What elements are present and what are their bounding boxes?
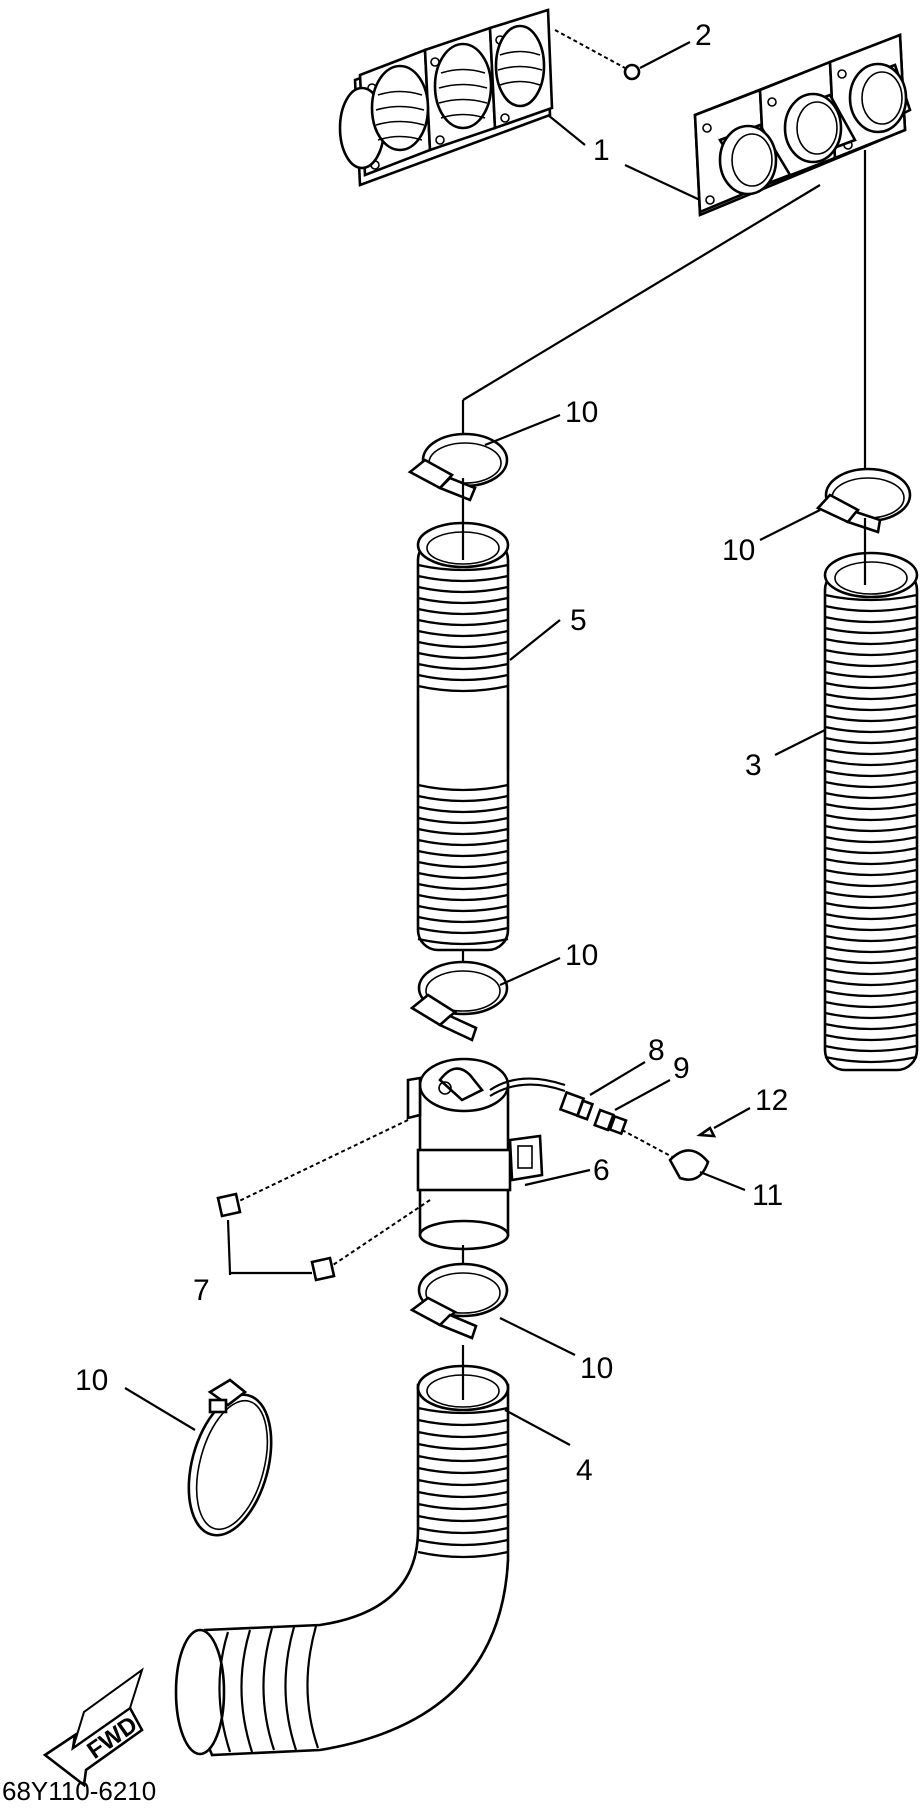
connector-8 xyxy=(558,1061,646,1121)
connector-9 xyxy=(593,1079,679,1161)
corrugated-hose-3 xyxy=(774,551,919,1072)
intake-flange-right xyxy=(693,33,912,217)
callout-3: 3 xyxy=(745,749,762,782)
callout-11: 11 xyxy=(752,1179,783,1212)
hose-clamp-loose xyxy=(124,1378,273,1537)
callout-9: 9 xyxy=(673,1052,690,1085)
corrugated-hose-5 xyxy=(416,521,561,952)
callout-2: 2 xyxy=(695,19,712,52)
callout-8: 8 xyxy=(648,1034,665,1067)
callout-10b: 10 xyxy=(722,534,755,567)
callout-10c: 10 xyxy=(565,939,598,972)
callout-10d: 10 xyxy=(580,1352,613,1385)
screw-12 xyxy=(696,1107,751,1138)
hose-clamp-lower xyxy=(409,1245,576,1356)
callout-6: 6 xyxy=(593,1154,610,1187)
sensor-housing-6 xyxy=(406,1057,591,1251)
callout-4: 4 xyxy=(576,1454,593,1487)
screw-7 xyxy=(216,1119,431,1282)
callout-12: 12 xyxy=(755,1084,788,1117)
callout-1: 1 xyxy=(593,134,610,167)
diagram-code: 68Y110-6210 xyxy=(2,1776,156,1806)
intake-flange-left xyxy=(338,8,554,187)
forward-direction-arrow xyxy=(42,1667,144,1788)
callout-5: 5 xyxy=(570,604,587,637)
hose-clamp-middle xyxy=(409,950,561,1042)
hose-clamp-upper-left xyxy=(407,413,561,502)
callout-10e: 10 xyxy=(75,1364,108,1397)
callout-10a: 10 xyxy=(565,396,598,429)
screw-2 xyxy=(554,29,691,81)
hose-clamp-upper-right xyxy=(759,467,912,541)
callout-7: 7 xyxy=(193,1274,210,1307)
clip-11 xyxy=(668,1149,746,1192)
